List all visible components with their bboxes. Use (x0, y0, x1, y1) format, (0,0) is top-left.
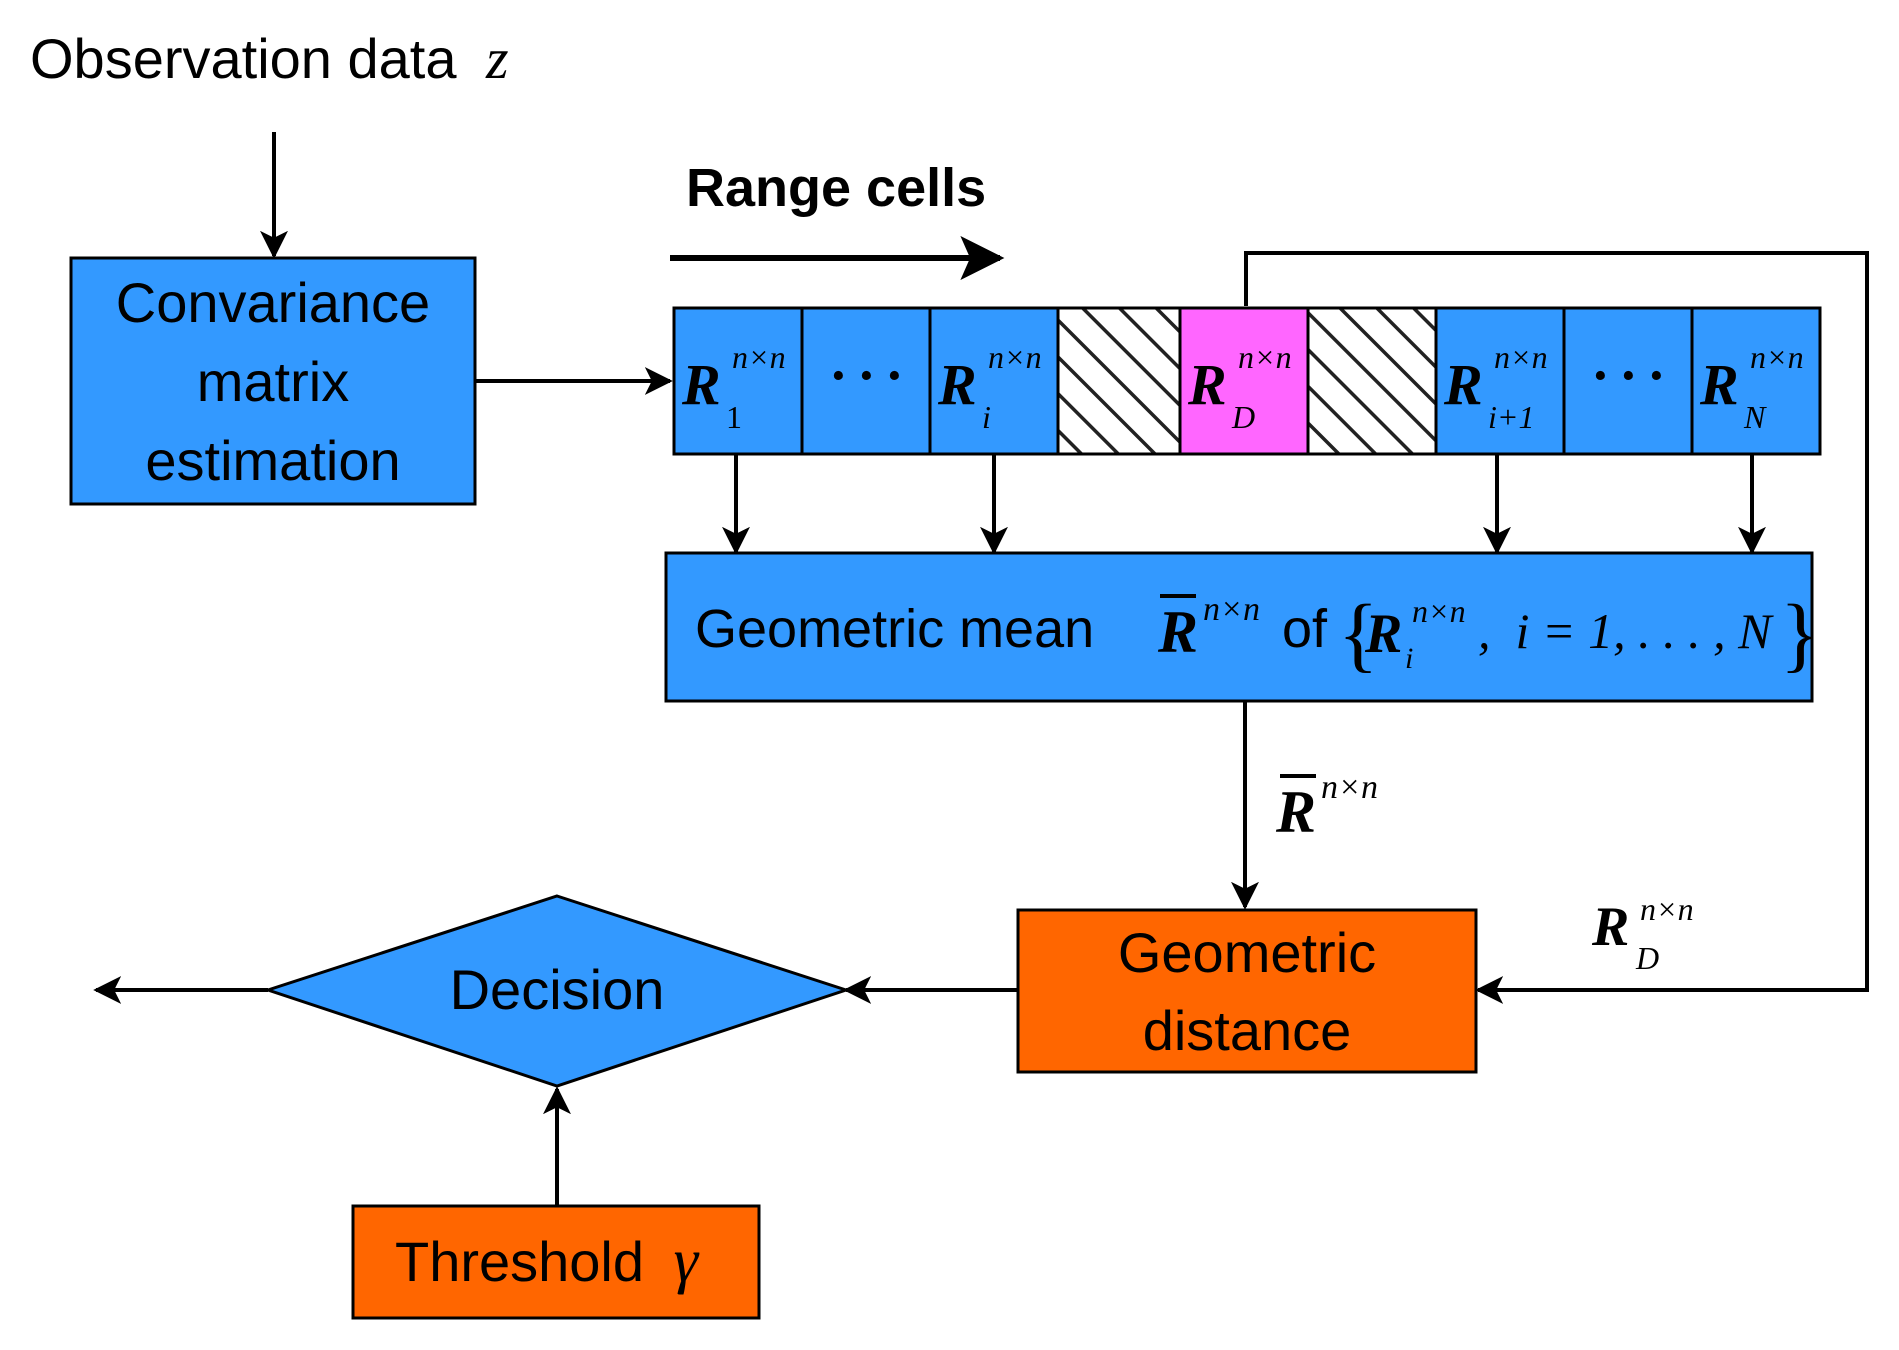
cell-matrix-sup: n×n (732, 339, 786, 375)
cell-matrix-base: R (1699, 352, 1739, 417)
cell-matrix-sup: n×n (988, 339, 1042, 375)
geometric-mean-box: Geometric mean R n×n of { R i n×n , i = … (664, 551, 1820, 703)
observation-title-text: Observation data (30, 27, 457, 90)
mean-of-text: of (1282, 599, 1328, 659)
svg-text:Observation data z: Observation data z (30, 26, 509, 91)
decision-diamond: Decision (263, 894, 851, 1088)
range-cell-8: · · · (1562, 306, 1694, 456)
cell-matrix-base: R (681, 352, 721, 417)
decision-diamond-shape (263, 894, 851, 1088)
cell-matrix-sup: n×n (1750, 339, 1804, 375)
test-label-sub: D (1635, 940, 1659, 976)
range-cell-4 (1056, 306, 1182, 456)
threshold-symbol: γ (674, 1227, 700, 1295)
observation-symbol: z (485, 26, 509, 91)
range-cell-rect (800, 306, 932, 456)
test-label-base: R (1591, 896, 1629, 958)
geometric-mean-box-rect (664, 551, 1814, 703)
estimation-line-1: Convariance (116, 271, 430, 334)
range-cell-2: · · · (800, 306, 932, 456)
threshold-box-rect (351, 1204, 761, 1320)
cell-matrix-sup: n×n (1238, 339, 1292, 375)
guard-cell-rect (1306, 306, 1438, 456)
cell-matrix-sub: i+1 (1488, 399, 1534, 435)
svg-text:Threshold γ: Threshold γ (395, 1227, 700, 1295)
estimation-box: Convariance matrix estimation (69, 256, 477, 506)
range-cell-rect (1434, 306, 1566, 456)
estimation-line-3: estimation (145, 429, 400, 492)
estimation-box-rect (69, 256, 477, 506)
decision-label: Decision (450, 958, 665, 1021)
threshold-box: Threshold γ (351, 1204, 761, 1320)
cell-matrix-sub: N (1743, 399, 1767, 435)
estimation-line-2: matrix (197, 350, 349, 413)
mean-set-tail: , i = 1, . . . , N (1478, 603, 1774, 659)
mean-bar-sup: n×n (1203, 591, 1260, 628)
distance-line-2: distance (1143, 999, 1352, 1062)
cell-matrix-base: R (1443, 352, 1483, 417)
range-cell-rect (1690, 306, 1822, 456)
mean-output-label: R n×n (1275, 769, 1378, 845)
range-cell-6 (1306, 306, 1438, 456)
range-cell-rect (928, 306, 1060, 456)
mean-set-sup: n×n (1412, 593, 1466, 629)
cell-matrix-sup: n×n (1494, 339, 1548, 375)
cell-matrix-sub: D (1231, 399, 1255, 435)
observation-title: Observation data z (30, 26, 509, 91)
mean-output-sup: n×n (1321, 769, 1378, 806)
mean-set-base: R (1364, 603, 1402, 665)
geometric-distance-box: Geometric distance (1016, 908, 1478, 1074)
range-cells-label: Range cells (686, 158, 986, 218)
mean-output-base: R (1275, 779, 1316, 845)
test-cell-label: R D n×n (1591, 891, 1694, 976)
threshold-text: Threshold (395, 1230, 644, 1293)
geometric-mean-prefix: Geometric mean (695, 599, 1094, 659)
mean-bar-base: R (1157, 599, 1198, 665)
guard-cell-rect (1056, 306, 1182, 456)
range-cell-rect (1178, 306, 1310, 456)
cell-matrix-base: R (937, 352, 977, 417)
ellipsis-label: · · · (831, 345, 901, 407)
mean-set-sub: i (1405, 642, 1413, 675)
test-label-sup: n×n (1640, 891, 1694, 927)
mean-open-brace: { (1338, 588, 1378, 681)
mean-close-brace: } (1780, 588, 1820, 681)
range-cell-rect (672, 306, 804, 456)
distance-line-1: Geometric (1118, 921, 1376, 984)
cell-matrix-sub: 1 (726, 399, 742, 435)
cell-matrix-base: R (1187, 352, 1227, 417)
ellipsis-label: · · · (1593, 345, 1663, 407)
test-cell-feedback-line (1244, 251, 1869, 1004)
cell-matrix-sub: i (982, 399, 991, 435)
